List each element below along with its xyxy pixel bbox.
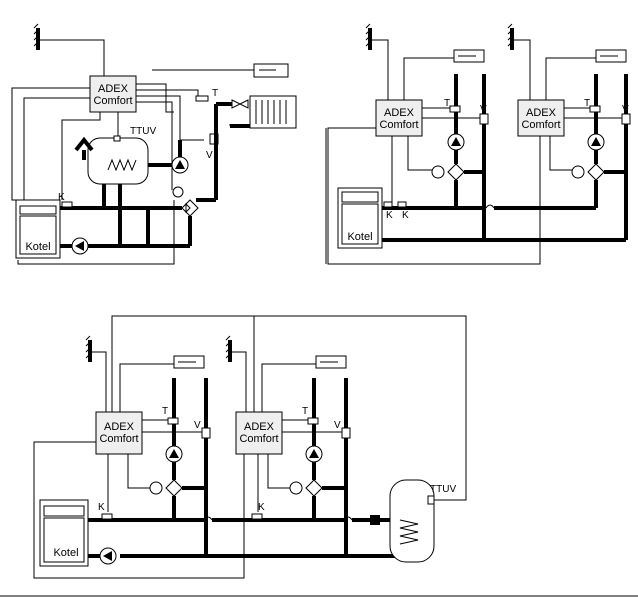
boiler-2-label: Kotel [347,231,372,243]
scheme-2: ADEX Comfort ADEX Comfort T V T V [325,23,631,265]
sensor-t-3a: T [162,406,168,417]
sensor-t-label: T [212,88,218,99]
controller-3b-label-1: ADEX [244,421,275,433]
controller-2a-label-1: ADEX [384,107,415,119]
controller-label-1: ADEX [98,83,129,95]
controller-2b-label-2: Comfort [521,119,560,131]
outdoor-sensor [33,23,105,76]
controller-3a-label-1: ADEX [104,421,135,433]
ttuv-3-label: TTUV [430,484,456,495]
mixing-valve [172,186,199,217]
controller-3b-label-2: Comfort [239,433,278,445]
scheme-3: ADEX Comfort ADEX Comfort T V T [33,315,467,579]
sensor-k-2b: K [402,210,409,221]
controller-box-3b [235,411,283,455]
dhw-tank: TTUV [87,126,156,185]
controller-box-2b [517,99,565,137]
sensor-k-3a: K [98,502,105,513]
scheme-1: ADEX Comfort T V TTUV [11,23,297,265]
sensor-k-2a: K [386,210,393,221]
boiler-3-label: Kotel [53,547,78,559]
controller-2a-label-2: Comfort [379,119,418,131]
sensor-k-3b: K [258,502,265,513]
controller-box [89,75,137,113]
boiler-label: Kotel [25,241,50,253]
sensor-t-2b: T [584,98,590,109]
sensor-v-label: V [206,150,213,161]
sensor-v-3b: V [334,420,341,431]
controller-2b-label-1: ADEX [526,107,557,119]
sensor-v-3a: V [194,420,201,431]
boiler: Kotel [15,199,61,259]
sensor-k-label: K [58,192,65,203]
controller-box-3a [95,411,143,455]
sensor-v-2a: V [480,104,487,115]
controller-box-2a [375,99,423,137]
room-unit [152,63,289,78]
radiator [249,95,297,129]
sensor-t-2a: T [444,98,450,109]
controller-label-2: Comfort [93,95,132,107]
sensor-v-2b: V [622,104,629,115]
ttuv-label: TTUV [130,126,156,137]
sensor-t-3b: T [302,406,308,417]
controller-3a-label-2: Comfort [99,433,138,445]
